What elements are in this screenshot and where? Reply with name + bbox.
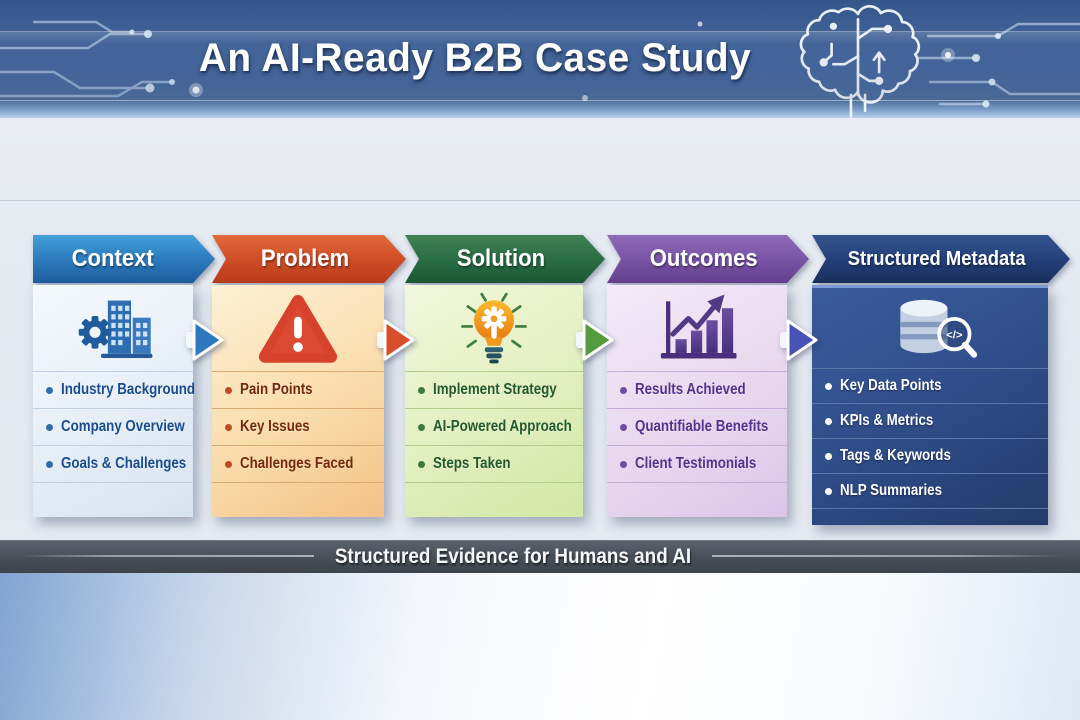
list-item: Client Testimonials [607,445,787,482]
list-item: Company Overview [33,408,193,445]
list-item: Key Issues [212,408,384,445]
card-title: Solution [456,245,546,272]
card-context-body: Industry Background Company Overview Goa… [33,285,195,517]
lightbulb-gear-icon [405,285,583,371]
bullet-dot [418,423,425,431]
card-outcomes-header: Outcomes [607,235,809,283]
card-title: Outcomes [650,245,758,272]
list-item: Key Data Points [812,368,1048,403]
footer-divider-line [712,555,1064,557]
card-outcomes-body: Results Achieved Quantifiable Benefits C… [607,285,787,517]
card-problem-header: Problem [212,235,406,283]
card-title: Structured Metadata [848,247,1026,270]
card-solution-header: Solution [405,235,605,283]
bullet-dot [225,460,232,468]
bullet-dot [825,382,832,390]
list-item: Industry Background [33,371,195,408]
bottom-gradient-background [0,573,1080,720]
bullet-dot [225,423,232,431]
card-structured-metadata-header: Structured Metadata [812,235,1070,283]
list-item: Challenges Faced [212,445,384,482]
card-solution-body: Implement Strategy AI-Powered Approach S… [405,285,583,517]
flow-arrow-icon [780,317,822,363]
bullet-dot [46,386,53,394]
list-item: NLP Summaries [812,473,1048,508]
horizontal-divider [0,200,1080,201]
list-item: Goals & Challenges [33,445,193,482]
bullet-dot [46,423,53,431]
card-structured-metadata-body: </> Key Data Points KPIs & Metrics Tags … [812,285,1048,525]
bar-chart-arrow-icon [607,285,787,371]
warning-triangle-icon [212,285,384,371]
flow-arrow-icon [377,317,419,363]
database-search-icon: </> [812,288,1048,368]
bullet-dot [825,487,832,495]
header-banner: An AI-Ready B2B Case Study [0,0,1080,118]
bullet-dot [825,452,832,460]
footer-divider-line [18,555,314,557]
banner-band [0,31,1080,101]
list-item: Tags & Keywords [812,438,1048,473]
flow-arrow-icon [186,317,228,363]
flow-arrow-icon [576,317,618,363]
circuit-traces-icon [0,5,1080,118]
bullet-dot [620,386,627,394]
svg-text:</>: </> [946,330,963,342]
card-problem-body: Pain Points Key Issues Challenges Faced [212,285,384,517]
list-item: Pain Points [212,371,384,408]
card-title: Problem [260,245,350,272]
page-title: An AI-Ready B2B Case Study [198,36,752,80]
list-item: Steps Taken [405,445,583,482]
list-item: Results Achieved [607,371,787,408]
bullet-dot [620,460,627,468]
circuit-brain-icon [799,5,921,118]
bullet-dot [225,386,232,394]
bullet-dot [418,386,425,394]
card-title: Context [71,245,155,272]
list-item: KPIs & Metrics [812,403,1048,438]
list-item: Quantifiable Benefits [607,408,787,445]
gear-buildings-icon [33,285,193,371]
bullet-dot [825,417,832,425]
footer-text: Structured Evidence for Humans and AI [334,545,692,568]
bullet-dot [46,460,53,468]
bullet-dot [418,460,425,468]
list-item: Implement Strategy [405,371,583,408]
card-context-header: Context [33,235,215,283]
bullet-dot [620,423,627,431]
list-item: AI-Powered Approach [405,408,583,445]
